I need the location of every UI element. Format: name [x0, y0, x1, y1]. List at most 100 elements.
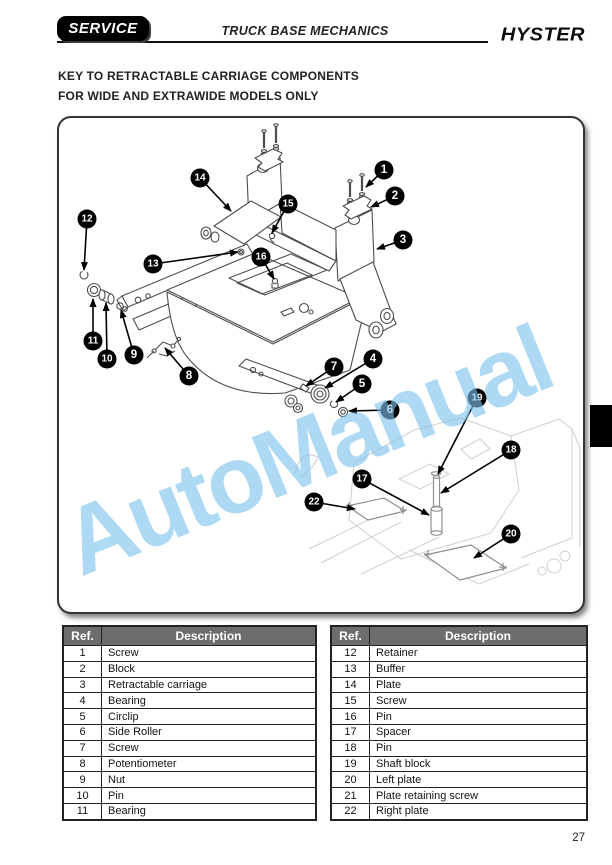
ref-cell: 20 [330, 771, 370, 789]
callout-number: 15 [282, 199, 294, 210]
ref-cell: 14 [330, 676, 370, 694]
ref-cell: 4 [62, 692, 102, 710]
callout-number: 16 [255, 252, 267, 263]
callout-circle [352, 374, 372, 394]
callout-circle [501, 524, 521, 544]
callout-number: 14 [194, 173, 206, 184]
ref-cell: 7 [62, 739, 102, 757]
callout-12: 12 [77, 209, 97, 271]
callout-circle [143, 254, 163, 274]
callout-number: 12 [81, 214, 93, 225]
callout-circle [363, 349, 383, 369]
column-header: Description [369, 625, 588, 646]
callout-number: 17 [356, 474, 368, 485]
callout-16: 16 [251, 247, 275, 280]
callout-number: 1 [381, 164, 388, 176]
callout-9: 9 [119, 309, 144, 365]
ref-cell: 1 [62, 645, 102, 662]
callout-11: 11 [83, 298, 103, 351]
ref-cell: 19 [330, 755, 370, 773]
ref-cell: 8 [62, 755, 102, 773]
ref-cell: 22 [330, 802, 370, 821]
callout-circle [83, 331, 103, 351]
callout-6: 6 [348, 400, 400, 420]
callout-number: 5 [359, 378, 366, 390]
callout-number: 19 [471, 393, 483, 404]
ref-cell: 16 [330, 708, 370, 725]
callout-circle [179, 366, 199, 386]
callout-10: 10 [97, 302, 117, 369]
description-cell: Side Roller [101, 723, 317, 741]
page-header-title: TRUCK BASE MECHANICS [221, 24, 389, 38]
description-cell: Spacer [369, 723, 588, 741]
callout-circle [251, 247, 271, 267]
ref-cell: 12 [330, 645, 370, 662]
callout-13: 13 [143, 249, 239, 274]
callout-circle [380, 400, 400, 420]
callout-5: 5 [335, 374, 372, 403]
description-cell: Bearing [101, 692, 317, 710]
callout-circle [374, 160, 394, 180]
ref-cell: 18 [330, 739, 370, 757]
page-edge-tab [590, 405, 612, 447]
callout-arrow [440, 449, 512, 494]
description-cell: Pin [369, 708, 588, 725]
description-cell: Pin [101, 787, 317, 804]
header-rule [57, 41, 488, 43]
service-badge: SERVICE [57, 16, 149, 41]
description-cell: Potentiometer [101, 755, 317, 773]
description-cell: Shaft block [369, 755, 588, 773]
callout-circle [501, 440, 521, 460]
callout-circle [393, 230, 413, 250]
brand-logo: HYSTER [500, 24, 585, 46]
description-cell: Block [101, 660, 317, 678]
callout-circle [190, 168, 210, 188]
callout-circle [304, 492, 324, 512]
ref-cell: 5 [62, 708, 102, 725]
callout-number: 8 [186, 370, 193, 382]
callout-circle [124, 345, 144, 365]
callout-15: 15 [271, 194, 298, 234]
page-number: 27 [572, 832, 585, 844]
plates-drawing [346, 471, 507, 581]
callout-20: 20 [473, 524, 521, 559]
description-cell: Left plate [369, 771, 588, 789]
service-badge-label: SERVICE [68, 20, 138, 37]
callout-2: 2 [370, 186, 405, 208]
column-header: Ref. [330, 625, 370, 646]
callout-arrow [361, 478, 430, 516]
description-cell: Right plate [369, 802, 588, 821]
ref-cell: 10 [62, 787, 102, 804]
description-cell: Pin [369, 739, 588, 757]
machine-drawing [79, 123, 397, 418]
ref-cell: 2 [62, 660, 102, 678]
callout-arrow [152, 249, 239, 265]
description-cell: Nut [101, 771, 317, 789]
callout-3: 3 [376, 230, 413, 250]
ref-cell: 13 [330, 660, 370, 678]
callout-number: 6 [387, 404, 393, 416]
ref-cell: 17 [330, 723, 370, 741]
ref-cell: 9 [62, 771, 102, 789]
ref-cell: 6 [62, 723, 102, 741]
callout-7: 7 [305, 357, 344, 387]
callout-circle [324, 357, 344, 377]
